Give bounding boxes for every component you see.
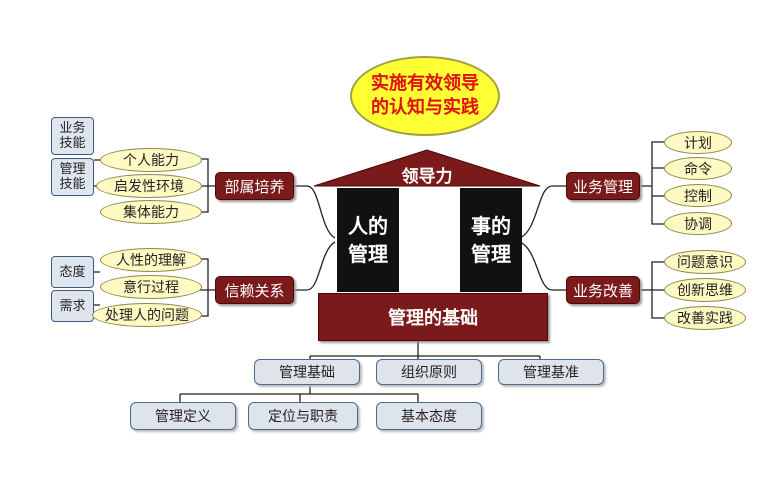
oval-intention-process: 意行过程 xyxy=(100,275,202,299)
node-trust-relationship: 信赖关系 xyxy=(215,276,294,304)
side-box-business-skills: 业务 技能 xyxy=(51,117,94,155)
box-management-definition: 管理定义 xyxy=(130,402,236,430)
box-management-basics: 管理基础 xyxy=(254,359,360,385)
side-box-management-skills: 管理 技能 xyxy=(51,158,94,196)
oval-handling-people-issues: 处理人的问题 xyxy=(92,303,202,327)
roof-label: 领导力 xyxy=(401,167,453,187)
side-box-attitude: 态度 xyxy=(51,256,94,288)
pillar-task-management: 事的 管理 xyxy=(460,188,522,292)
oval-plan: 计划 xyxy=(664,131,732,154)
title-oval: 实施有效领导 的认知与实践 xyxy=(350,56,500,136)
roof xyxy=(313,149,541,187)
node-business-improvement: 业务改善 xyxy=(566,276,640,304)
node-subordinate-development: 部属培养 xyxy=(215,172,294,200)
oval-collective-ability: 集体能力 xyxy=(100,200,202,224)
title-line2: 的认知与实践 xyxy=(371,97,479,118)
box-basic-attitude: 基本态度 xyxy=(376,402,482,430)
oval-individual-ability: 个人能力 xyxy=(100,148,202,172)
oval-coordinate: 协调 xyxy=(664,212,732,235)
pillar-left-line2: 管理 xyxy=(348,242,388,266)
node-business-management: 业务管理 xyxy=(566,172,640,200)
box-management-standards: 管理基准 xyxy=(498,359,604,385)
base-label: 管理的基础 xyxy=(388,308,478,329)
box-organization-principles: 组织原则 xyxy=(376,359,482,385)
oval-innovative-thinking: 创新思维 xyxy=(664,278,746,302)
pillar-right-line2: 管理 xyxy=(471,242,511,266)
pillar-left-line1: 人的 xyxy=(348,214,388,238)
oval-understanding-humanity: 人性的理解 xyxy=(100,248,202,272)
pillar-right-line1: 事的 xyxy=(471,214,511,238)
oval-inspiring-environment: 启发性环境 xyxy=(96,174,202,198)
pillar-people-management: 人的 管理 xyxy=(337,188,399,292)
title-line1: 实施有效领导 xyxy=(371,73,479,94)
side-box-needs: 需求 xyxy=(51,290,94,322)
oval-control: 控制 xyxy=(664,184,732,207)
oval-improvement-practice: 改善实践 xyxy=(664,306,746,330)
oval-command: 命令 xyxy=(664,157,732,180)
box-position-duties: 定位与职责 xyxy=(248,402,358,430)
oval-problem-awareness: 问题意识 xyxy=(664,250,746,274)
base-block: 管理的基础 xyxy=(318,293,548,341)
